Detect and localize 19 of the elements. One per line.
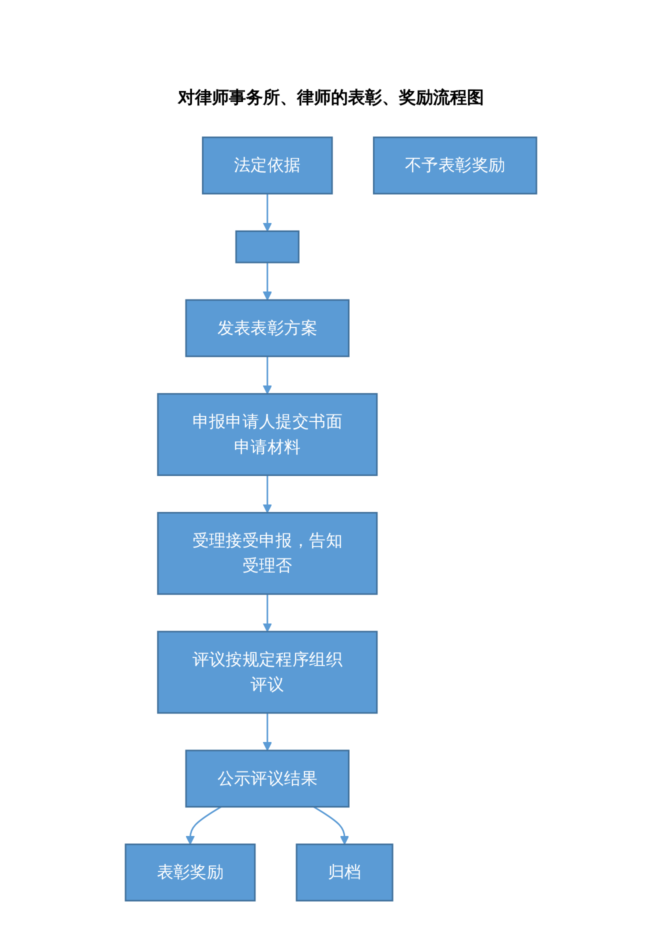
- node-box: 表彰奖励: [124, 844, 256, 902]
- node-box: 公示评议结果: [185, 750, 350, 808]
- arrow: [186, 806, 222, 845]
- arrow: [262, 262, 272, 300]
- arrow: [313, 806, 350, 845]
- arrow: [262, 356, 272, 394]
- arrow: [262, 712, 272, 751]
- diagram-title: 对律师事务所、律师的表彰、奖励流程图: [178, 87, 484, 109]
- arrow: [262, 594, 272, 632]
- arrow: [262, 475, 272, 514]
- arrow: [262, 194, 272, 232]
- node-box: 法定依据: [202, 136, 333, 194]
- node-box: 发表表彰方案: [185, 299, 350, 358]
- node-box: 受理接受申报，告知受理否: [157, 512, 378, 595]
- node-box: 归档: [296, 844, 394, 902]
- node-box: 申报申请人提交书面申请材料: [157, 393, 378, 476]
- node-box: 评议按规定程序组织评议: [157, 630, 378, 714]
- node-box: 不予表彰奖励: [372, 136, 538, 194]
- node-box: [235, 230, 300, 264]
